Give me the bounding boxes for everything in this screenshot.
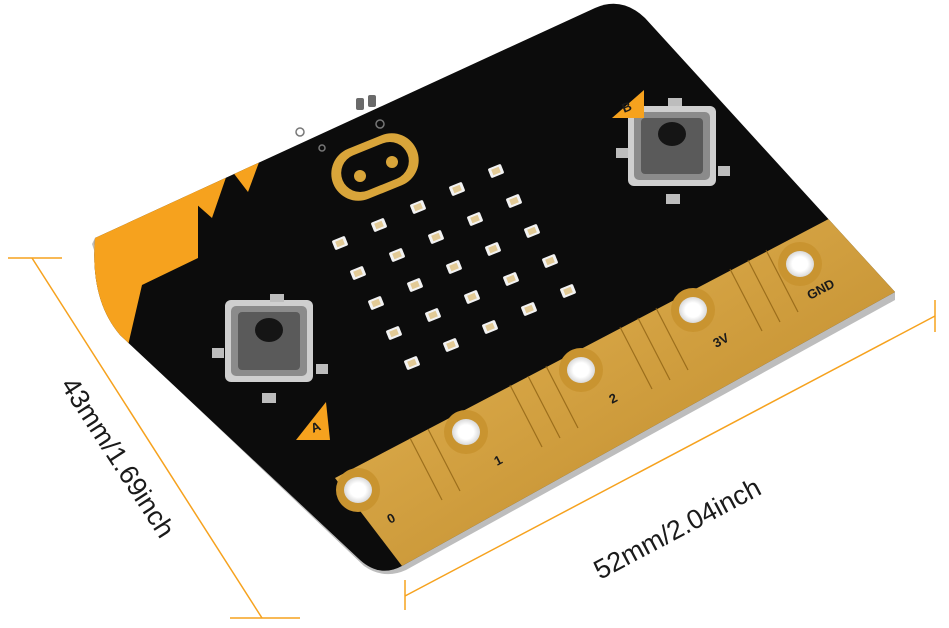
connector-teeth [409,249,799,501]
edge-connector-strip [335,212,896,566]
led-0-2 [410,200,426,214]
led-0-3 [449,182,465,196]
pin-holes [336,242,822,512]
led-4-2 [482,320,498,334]
led-1-4 [506,194,522,208]
logo-touch-pad [331,133,419,201]
led-1-3 [467,212,483,226]
width-dimension-label: 52mm/2.04inch [589,472,766,585]
led-matrix [332,164,576,370]
height-dimension [8,257,300,619]
led-2-3 [485,242,501,256]
height-dimension-label: 43mm/1.69inch [55,372,181,543]
led-4-0 [404,356,420,370]
led-1-0 [350,266,366,280]
button-b-label: B [612,90,644,118]
led-4-3 [521,302,537,316]
led-3-1 [425,308,441,322]
led-3-2 [464,290,480,304]
led-0-4 [488,164,504,178]
width-dimension [404,300,936,610]
led-1-2 [428,230,444,244]
led-3-0 [386,326,402,340]
led-0-0 [332,236,348,250]
top-components [295,95,385,152]
led-3-3 [503,272,519,286]
led-2-0 [368,296,384,310]
button-a-label: A [296,402,330,440]
led-3-4 [542,254,558,268]
button-b[interactable] [616,98,730,204]
led-4-1 [443,338,459,352]
led-4-4 [560,284,576,298]
pin-label-3v: 3V [710,330,731,351]
led-2-4 [524,224,540,238]
led-2-1 [407,278,423,292]
led-1-1 [389,248,405,262]
led-0-1 [371,218,387,232]
led-2-2 [446,260,462,274]
button-a[interactable] [212,294,328,403]
